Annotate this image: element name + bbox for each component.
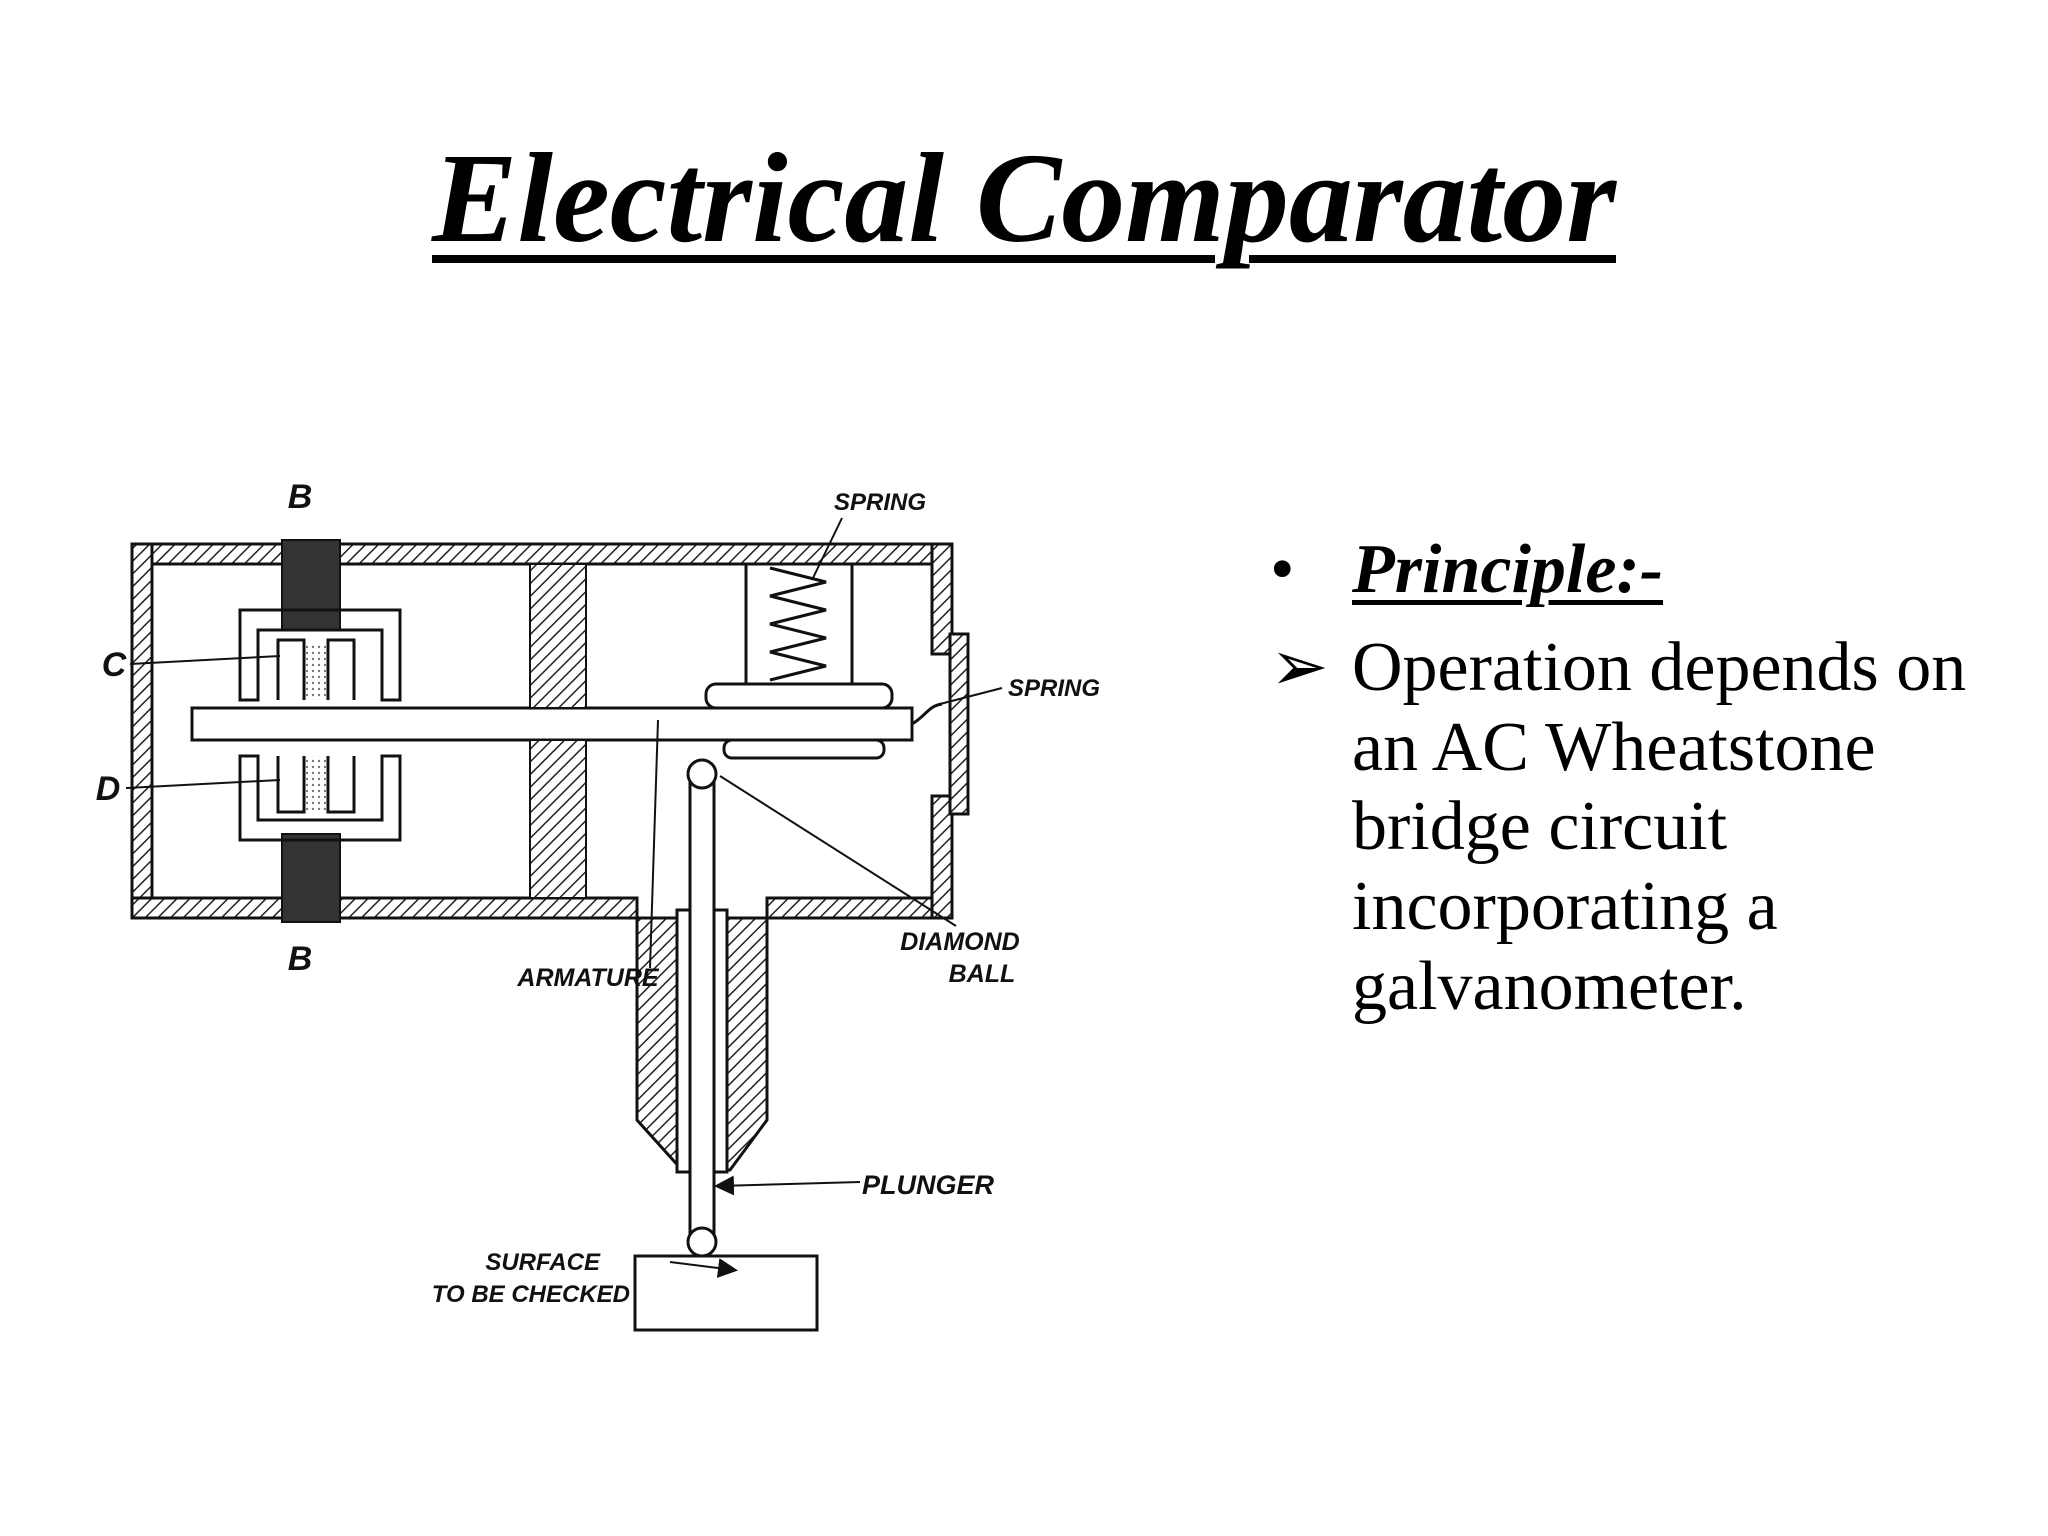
- core-c: [238, 608, 402, 702]
- leader-spring-top: [811, 517, 843, 581]
- label-b-bottom: B: [288, 940, 313, 978]
- pivot-block-top: [529, 563, 587, 709]
- leader-spring-side: [939, 687, 1003, 705]
- bullet-principle: • Principle:-: [1270, 530, 2030, 610]
- label-surface-line2: TO BE CHECKED: [432, 1281, 630, 1308]
- leader-plunger: [714, 1175, 861, 1196]
- slide-title: Electrical Comparator: [432, 127, 1616, 269]
- label-b-top: B: [288, 478, 313, 516]
- armature-pad: [722, 738, 886, 760]
- label-surface-line1: SURFACE: [485, 1249, 601, 1276]
- label-spring-side: SPRING: [1008, 675, 1100, 702]
- coil-block-b-bottom: [281, 833, 341, 923]
- electrical-comparator-diagram: B B C D SPRING SPRING ARMATURE DIAMOND B…: [96, 478, 1100, 1332]
- label-armature: ARMATURE: [516, 964, 660, 992]
- leader-c: [129, 655, 281, 665]
- bullet-operation: ➢ Operation depends on an AC Wheatstone …: [1270, 628, 2030, 1027]
- surface-block: [633, 1254, 819, 1332]
- arrow-bullet-icon: ➢: [1270, 628, 1329, 706]
- operation-text: Operation depends on an AC Wheatstone br…: [1352, 628, 1967, 1025]
- core-d: [238, 754, 402, 842]
- leader-armature: [649, 719, 659, 969]
- label-d: D: [96, 770, 121, 808]
- spring-housing: [704, 564, 894, 710]
- leader-d: [125, 779, 281, 789]
- bullet-list: • Principle:- ➢ Operation depends on an …: [1270, 530, 2030, 1027]
- armature-beam: [190, 706, 914, 742]
- bullet-dot: •: [1270, 531, 1295, 608]
- leader-surface: [669, 1258, 738, 1278]
- label-diamond-line1: DIAMOND: [900, 928, 1019, 956]
- label-plunger: PLUNGER: [862, 1170, 995, 1200]
- pivot-block-bottom: [529, 739, 587, 899]
- label-c: C: [102, 646, 127, 684]
- plunger: [686, 758, 718, 1258]
- leader-diamond-ball: [719, 775, 957, 927]
- coil-block-b-top: [281, 539, 341, 631]
- label-spring-top: SPRING: [834, 489, 926, 516]
- label-diamond-line2: BALL: [949, 960, 1016, 988]
- principle-heading: Principle:-: [1352, 531, 1664, 608]
- side-spring: [911, 702, 943, 726]
